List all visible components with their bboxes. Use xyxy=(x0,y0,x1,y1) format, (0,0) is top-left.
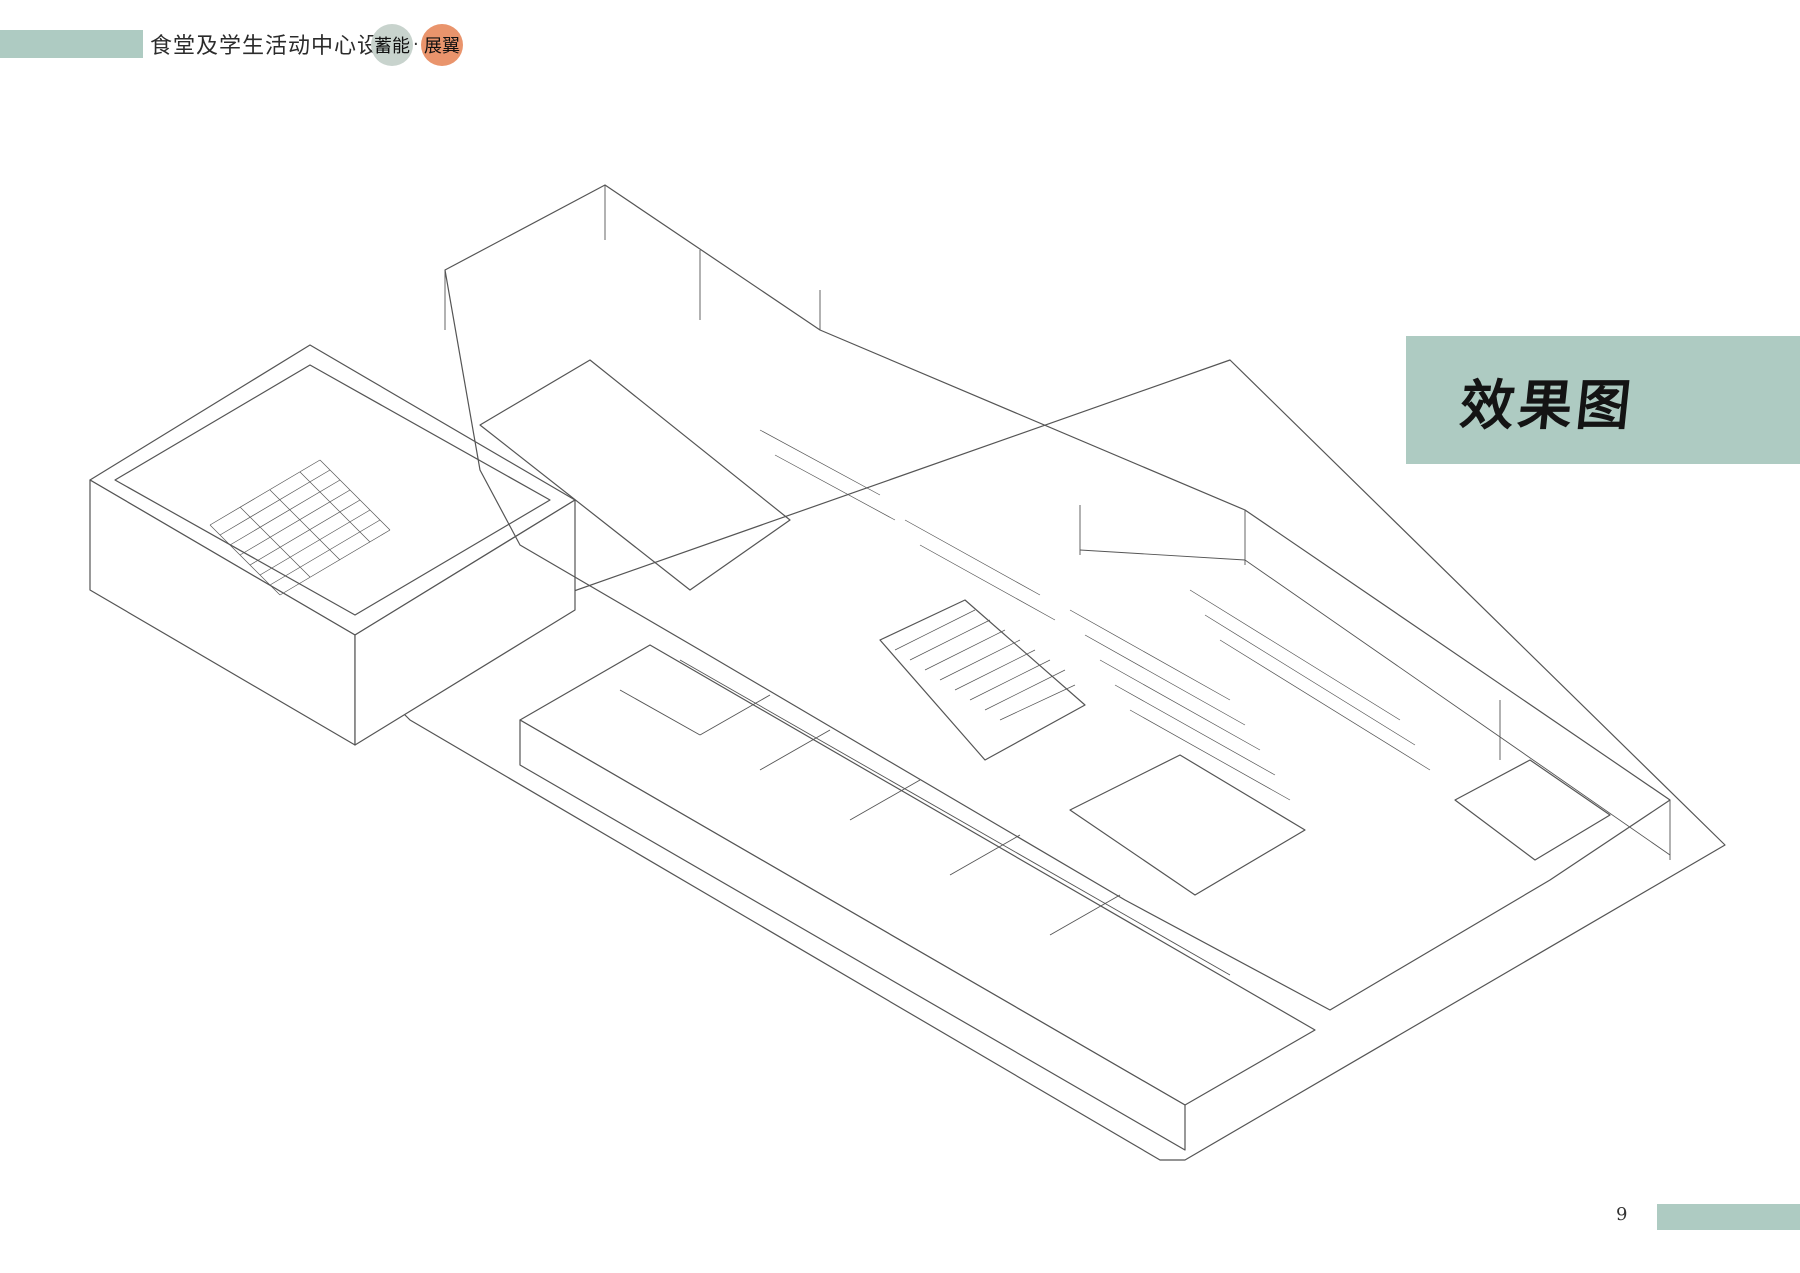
glass-walls xyxy=(444,185,1671,860)
dining-tables xyxy=(759,429,1431,801)
footer-accent-bar xyxy=(1657,1204,1800,1230)
header-accent-bar xyxy=(0,30,143,58)
ground-slab xyxy=(379,359,1726,1161)
badge-separator: · xyxy=(413,34,419,55)
auditorium-inner xyxy=(114,364,551,616)
atrium-void xyxy=(1069,754,1306,896)
badge-left: 蓄能 xyxy=(371,24,413,66)
main-hall-floor xyxy=(444,184,1671,1011)
right-stair-block xyxy=(1454,759,1611,861)
badge-right: 展翼 xyxy=(421,24,463,66)
service-rooms xyxy=(619,659,1231,976)
central-stair xyxy=(879,599,1086,761)
auditorium-seats xyxy=(209,459,391,596)
service-block-front xyxy=(519,719,1186,1151)
auditorium-front xyxy=(89,479,356,746)
document-title: 食堂及学生活动中心设计 xyxy=(150,34,404,59)
upper-atrium xyxy=(479,359,791,591)
section-title-block: 效果图 xyxy=(1406,336,1800,464)
auditorium-side xyxy=(354,499,576,746)
page-number: 9 xyxy=(1616,1204,1628,1225)
stair-steps xyxy=(894,609,1076,721)
